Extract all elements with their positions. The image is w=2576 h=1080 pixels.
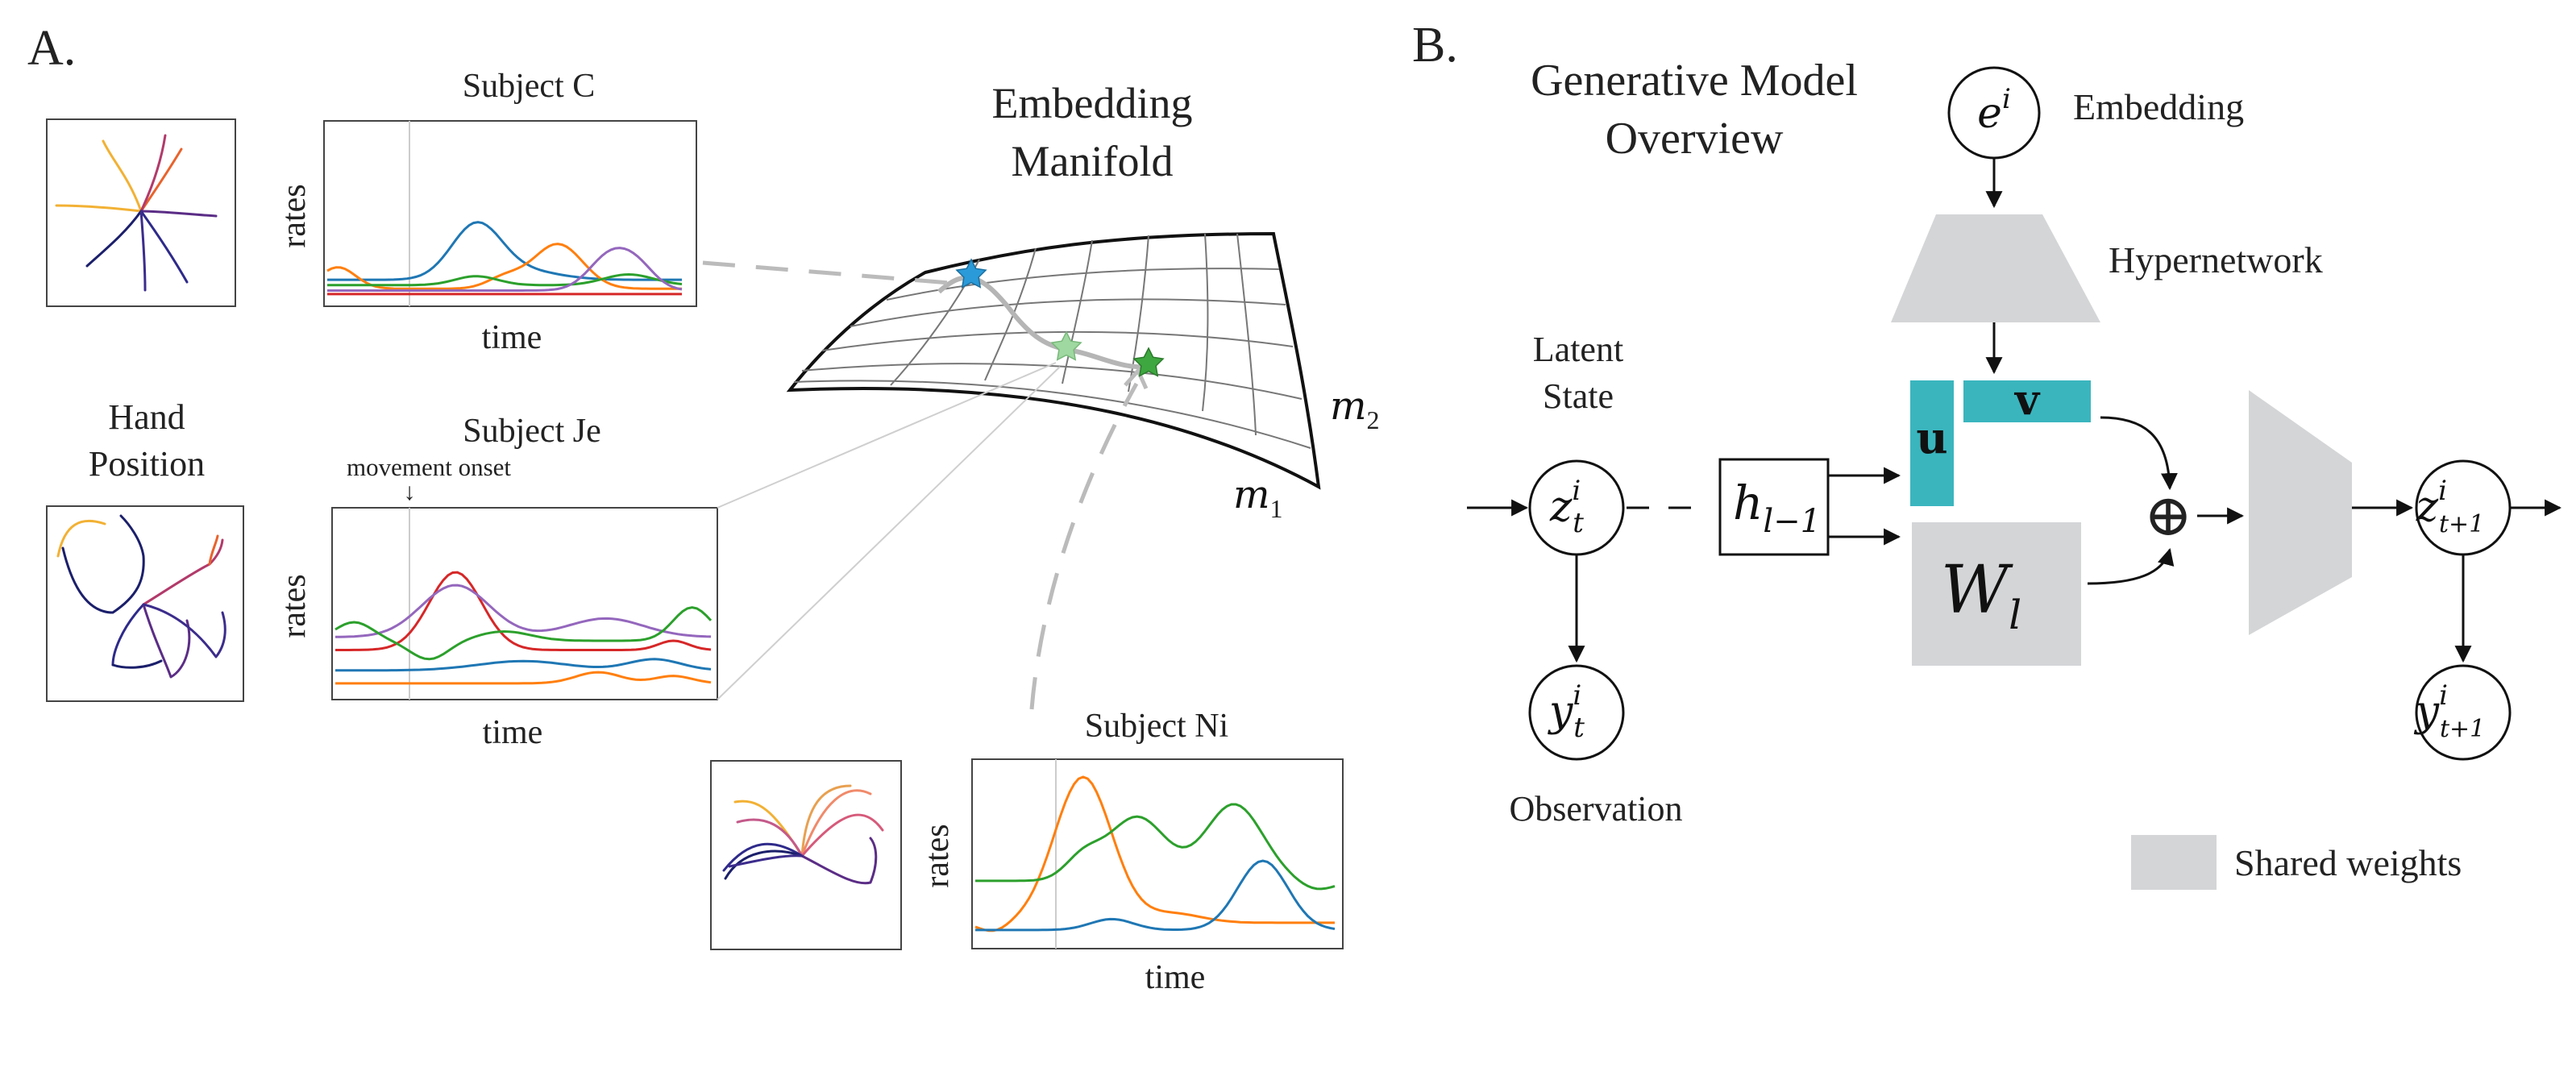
- subject-c-title: Subject C: [463, 68, 596, 105]
- panel-b-title-2: Overview: [1606, 114, 1784, 164]
- observation-node: [1528, 664, 1625, 761]
- subject-je-ylabel: rates: [276, 574, 313, 638]
- subject-c-rate-traces: [326, 221, 683, 296]
- tracesJe-line-2: [334, 606, 713, 661]
- tracesC-line-4: [327, 247, 683, 292]
- tracesNi-line-2: [975, 859, 1336, 932]
- weight-matrix-symbol: Wl: [1941, 552, 2021, 638]
- latent-state-label-2: State: [1543, 376, 1614, 416]
- subject-c-connector: [702, 260, 960, 286]
- tracesC-line-3: [327, 272, 683, 287]
- reach-trajectories-ni: [722, 784, 884, 885]
- subject-ni-plot: [971, 758, 1344, 949]
- u-vector-label: u: [1916, 412, 1947, 463]
- legend-shared-weights-label: Shared weights: [2234, 842, 2462, 883]
- panel-b-label: B.: [1412, 18, 1458, 73]
- v-vector-block: [1963, 380, 2091, 422]
- weight-to-sum-arrow: [2087, 547, 2175, 585]
- manifold-title-1: Embedding: [992, 79, 1193, 127]
- hidden-layer-box: [1718, 458, 1830, 556]
- hypernetwork-label: Hypernetwork: [2109, 239, 2323, 280]
- subject-je-connector-top: [717, 362, 1057, 509]
- subject-ni-title: Subject Ni: [1085, 708, 1228, 745]
- u-vector-block: [1910, 380, 1954, 506]
- shared-network-block: [2249, 390, 2352, 635]
- panel-a-label: A.: [27, 21, 76, 76]
- sum-operator: ⊕: [2144, 484, 2192, 548]
- tracesNi-line-0: [974, 775, 1335, 933]
- embedding-star-subject-je: [1050, 330, 1082, 361]
- movement-onset-arrow: ↓: [404, 479, 416, 505]
- subject-je-title: Subject Je: [463, 413, 600, 450]
- hidden-layer-symbol: hl−1: [1733, 476, 1821, 540]
- manifold-axis-m2: m2: [1330, 384, 1380, 434]
- subject-ni-ylabel: rates: [919, 824, 956, 887]
- reach-trajectories-je: [56, 514, 226, 679]
- next-observation-node: [2415, 664, 2512, 761]
- tracesJe-line-1: [334, 584, 712, 638]
- hypernetwork-block: [1891, 214, 2100, 322]
- observation-label: Observation: [1509, 789, 1682, 829]
- subject-je-rate-traces: [334, 571, 713, 685]
- embedding-label: Embedding: [2073, 86, 2244, 127]
- hand-position-label-1: Hand: [108, 397, 185, 437]
- subject-je-plot: [331, 507, 718, 700]
- subject-c-xlabel: time: [482, 319, 542, 356]
- manifold-title-2: Manifold: [1012, 137, 1174, 185]
- tracesC-line-2: [326, 243, 682, 290]
- movement-onset-annotation: movement onset: [347, 453, 511, 481]
- tracesC-line-1: [327, 221, 682, 281]
- subject-ni-connector-head: [1124, 367, 1149, 390]
- panel-a: A. Subject C rates time Hand Position: [27, 21, 1380, 996]
- embedding-star-subject-ni: [1132, 347, 1165, 377]
- v-to-sum-arrow: [2100, 416, 2178, 491]
- tracesJe-line-4: [335, 671, 712, 685]
- subject-je-connector-bottom: [717, 366, 1061, 700]
- subject-ni-connector: [1029, 382, 1139, 710]
- weight-matrix-block: [1912, 522, 2081, 666]
- legend-shared-weights-swatch: [2131, 835, 2217, 890]
- panel-b-title-1: Generative Model: [1531, 56, 1858, 106]
- embedding-symbol: ei: [1977, 83, 2011, 138]
- reach-trajectories-c: [55, 134, 218, 292]
- subject-je-xlabel: time: [483, 714, 543, 751]
- subject-ni-xlabel: time: [1145, 959, 1206, 996]
- manifold-axis-m1: m1: [1233, 472, 1283, 523]
- tracesNi-line-1: [975, 803, 1336, 891]
- embedding-manifold-surface: [786, 231, 1321, 490]
- panel-b: B. Generative Model Overview ei Embeddin…: [1412, 18, 2562, 890]
- tracesJe-line-3: [335, 658, 712, 672]
- latent-state-label-1: Latent: [1533, 330, 1623, 369]
- subject-c-ylabel: rates: [276, 184, 313, 247]
- hand-position-label-2: Position: [89, 444, 205, 484]
- subject-c-plot: [323, 120, 697, 307]
- v-vector-label: v: [2014, 376, 2041, 425]
- subject-ni-rate-traces: [974, 775, 1336, 933]
- embedding-star-subject-c: [955, 258, 987, 289]
